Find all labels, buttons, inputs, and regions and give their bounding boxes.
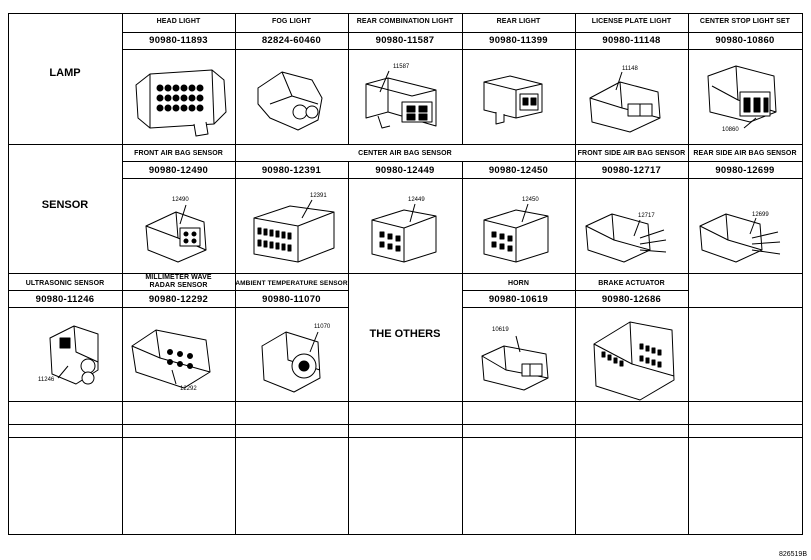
callout-ultrasonic: 11246 bbox=[38, 377, 55, 383]
head-light-connector-drawing bbox=[135, 69, 227, 137]
center-air-bag-12449-drawing bbox=[371, 203, 437, 263]
part-number-license-plate-light: 90980-11148 bbox=[602, 35, 661, 46]
part-number-front-air-bag: 90980-12490 bbox=[148, 165, 209, 176]
header-horn: HORN bbox=[507, 280, 529, 287]
callout-center-air-bag-3: 12450 bbox=[522, 197, 539, 203]
fog-light-connector-drawing bbox=[257, 71, 323, 131]
header-rear-side-air-bag-sensor: REAR SIDE AIR BAG SENSOR bbox=[693, 150, 797, 157]
header-center-air-bag-sensor: CENTER AIR BAG SENSOR bbox=[358, 150, 452, 157]
category-others: THE OTHERS bbox=[369, 328, 441, 340]
header-head-light: HEAD LIGHT bbox=[156, 18, 201, 25]
horn-connector-drawing bbox=[481, 335, 549, 391]
callout-center-air-bag-1: 12391 bbox=[310, 193, 327, 199]
center-stop-connector-drawing bbox=[707, 65, 777, 129]
part-number-millimeter: 90980-12292 bbox=[148, 294, 209, 305]
header-front-side-air-bag-sensor: FRONT SIDE AIR BAG SENSOR bbox=[577, 150, 686, 157]
front-side-air-bag-connector-drawing bbox=[585, 213, 667, 263]
license-plate-connector-drawing bbox=[589, 71, 661, 133]
rear-light-connector-drawing bbox=[483, 75, 543, 125]
figure-code: 826519B bbox=[778, 551, 807, 558]
part-number-fog-light: 82824-60460 bbox=[261, 35, 322, 46]
center-air-bag-12391-drawing bbox=[253, 199, 335, 263]
callout-rear-side-air-bag: 12699 bbox=[752, 212, 769, 218]
rear-side-air-bag-connector-drawing bbox=[699, 213, 781, 263]
header-millimeter-line2: RADAR SENSOR bbox=[149, 282, 208, 289]
part-number-ultrasonic: 90980-11246 bbox=[35, 294, 95, 305]
category-lamp: LAMP bbox=[49, 67, 81, 79]
part-number-rear-combination-light: 90980-11587 bbox=[375, 35, 435, 46]
rear-combination-connector-drawing bbox=[365, 70, 437, 129]
callout-front-side-air-bag: 12717 bbox=[638, 213, 655, 219]
brake-actuator-connector-drawing bbox=[593, 321, 675, 401]
part-number-center-stop-light-set: 90980-10860 bbox=[715, 35, 775, 46]
header-front-air-bag-sensor: FRONT AIR BAG SENSOR bbox=[134, 150, 223, 157]
part-number-horn: 90980-10619 bbox=[488, 294, 549, 305]
header-millimeter-wave-radar: MILLIMETER WAVE RADAR SENSOR bbox=[122, 274, 235, 290]
part-number-center-air-bag-2: 90980-12449 bbox=[375, 165, 435, 176]
front-air-bag-connector-drawing bbox=[145, 204, 207, 263]
ambient-temperature-connector-drawing bbox=[261, 331, 321, 393]
callout-license-plate: 11148 bbox=[622, 66, 638, 72]
header-rear-light: REAR LIGHT bbox=[496, 18, 541, 25]
callout-center-stop: 10860 bbox=[722, 127, 739, 133]
header-license-plate-light: LICENSE PLATE LIGHT bbox=[591, 18, 672, 25]
ultrasonic-connector-drawing bbox=[49, 325, 99, 385]
part-number-ambient: 90980-11070 bbox=[262, 294, 321, 305]
header-millimeter-line1: MILLIMETER WAVE bbox=[145, 274, 212, 281]
header-ultrasonic-sensor: ULTRASONIC SENSOR bbox=[25, 280, 105, 287]
header-fog-light: FOG LIGHT bbox=[271, 18, 311, 25]
callout-ambient: 11070 bbox=[314, 324, 331, 330]
header-center-stop-light-set: CENTER STOP LIGHT SET bbox=[699, 18, 791, 25]
header-rear-combination-light: REAR COMBINATION LIGHT bbox=[356, 18, 454, 25]
center-air-bag-12450-drawing bbox=[483, 203, 549, 263]
header-ambient-temperature-sensor: AMBIENT TEMPERATURE SENSOR bbox=[235, 280, 348, 287]
part-number-center-air-bag-1: 90980-12391 bbox=[261, 165, 322, 176]
callout-millimeter: 12292 bbox=[180, 386, 197, 392]
callout-front-air-bag: 12490 bbox=[172, 197, 189, 203]
millimeter-wave-connector-drawing bbox=[131, 329, 211, 389]
callout-rear-combination: 11587 bbox=[393, 64, 410, 70]
header-brake-actuator: BRAKE ACTUATOR bbox=[598, 280, 665, 287]
part-number-brake-actuator: 90980-12686 bbox=[601, 294, 662, 305]
part-number-rear-light: 90980-11399 bbox=[489, 35, 548, 46]
part-number-rear-side-air-bag: 90980-12699 bbox=[715, 165, 775, 176]
part-number-front-side-air-bag: 90980-12717 bbox=[601, 165, 662, 176]
callout-center-air-bag-2: 12449 bbox=[408, 197, 425, 203]
callout-horn: 10619 bbox=[492, 327, 509, 333]
part-number-center-air-bag-3: 90980-12450 bbox=[488, 165, 549, 176]
part-number-head-light: 90980-11893 bbox=[149, 35, 208, 46]
category-sensor: SENSOR bbox=[41, 199, 89, 211]
